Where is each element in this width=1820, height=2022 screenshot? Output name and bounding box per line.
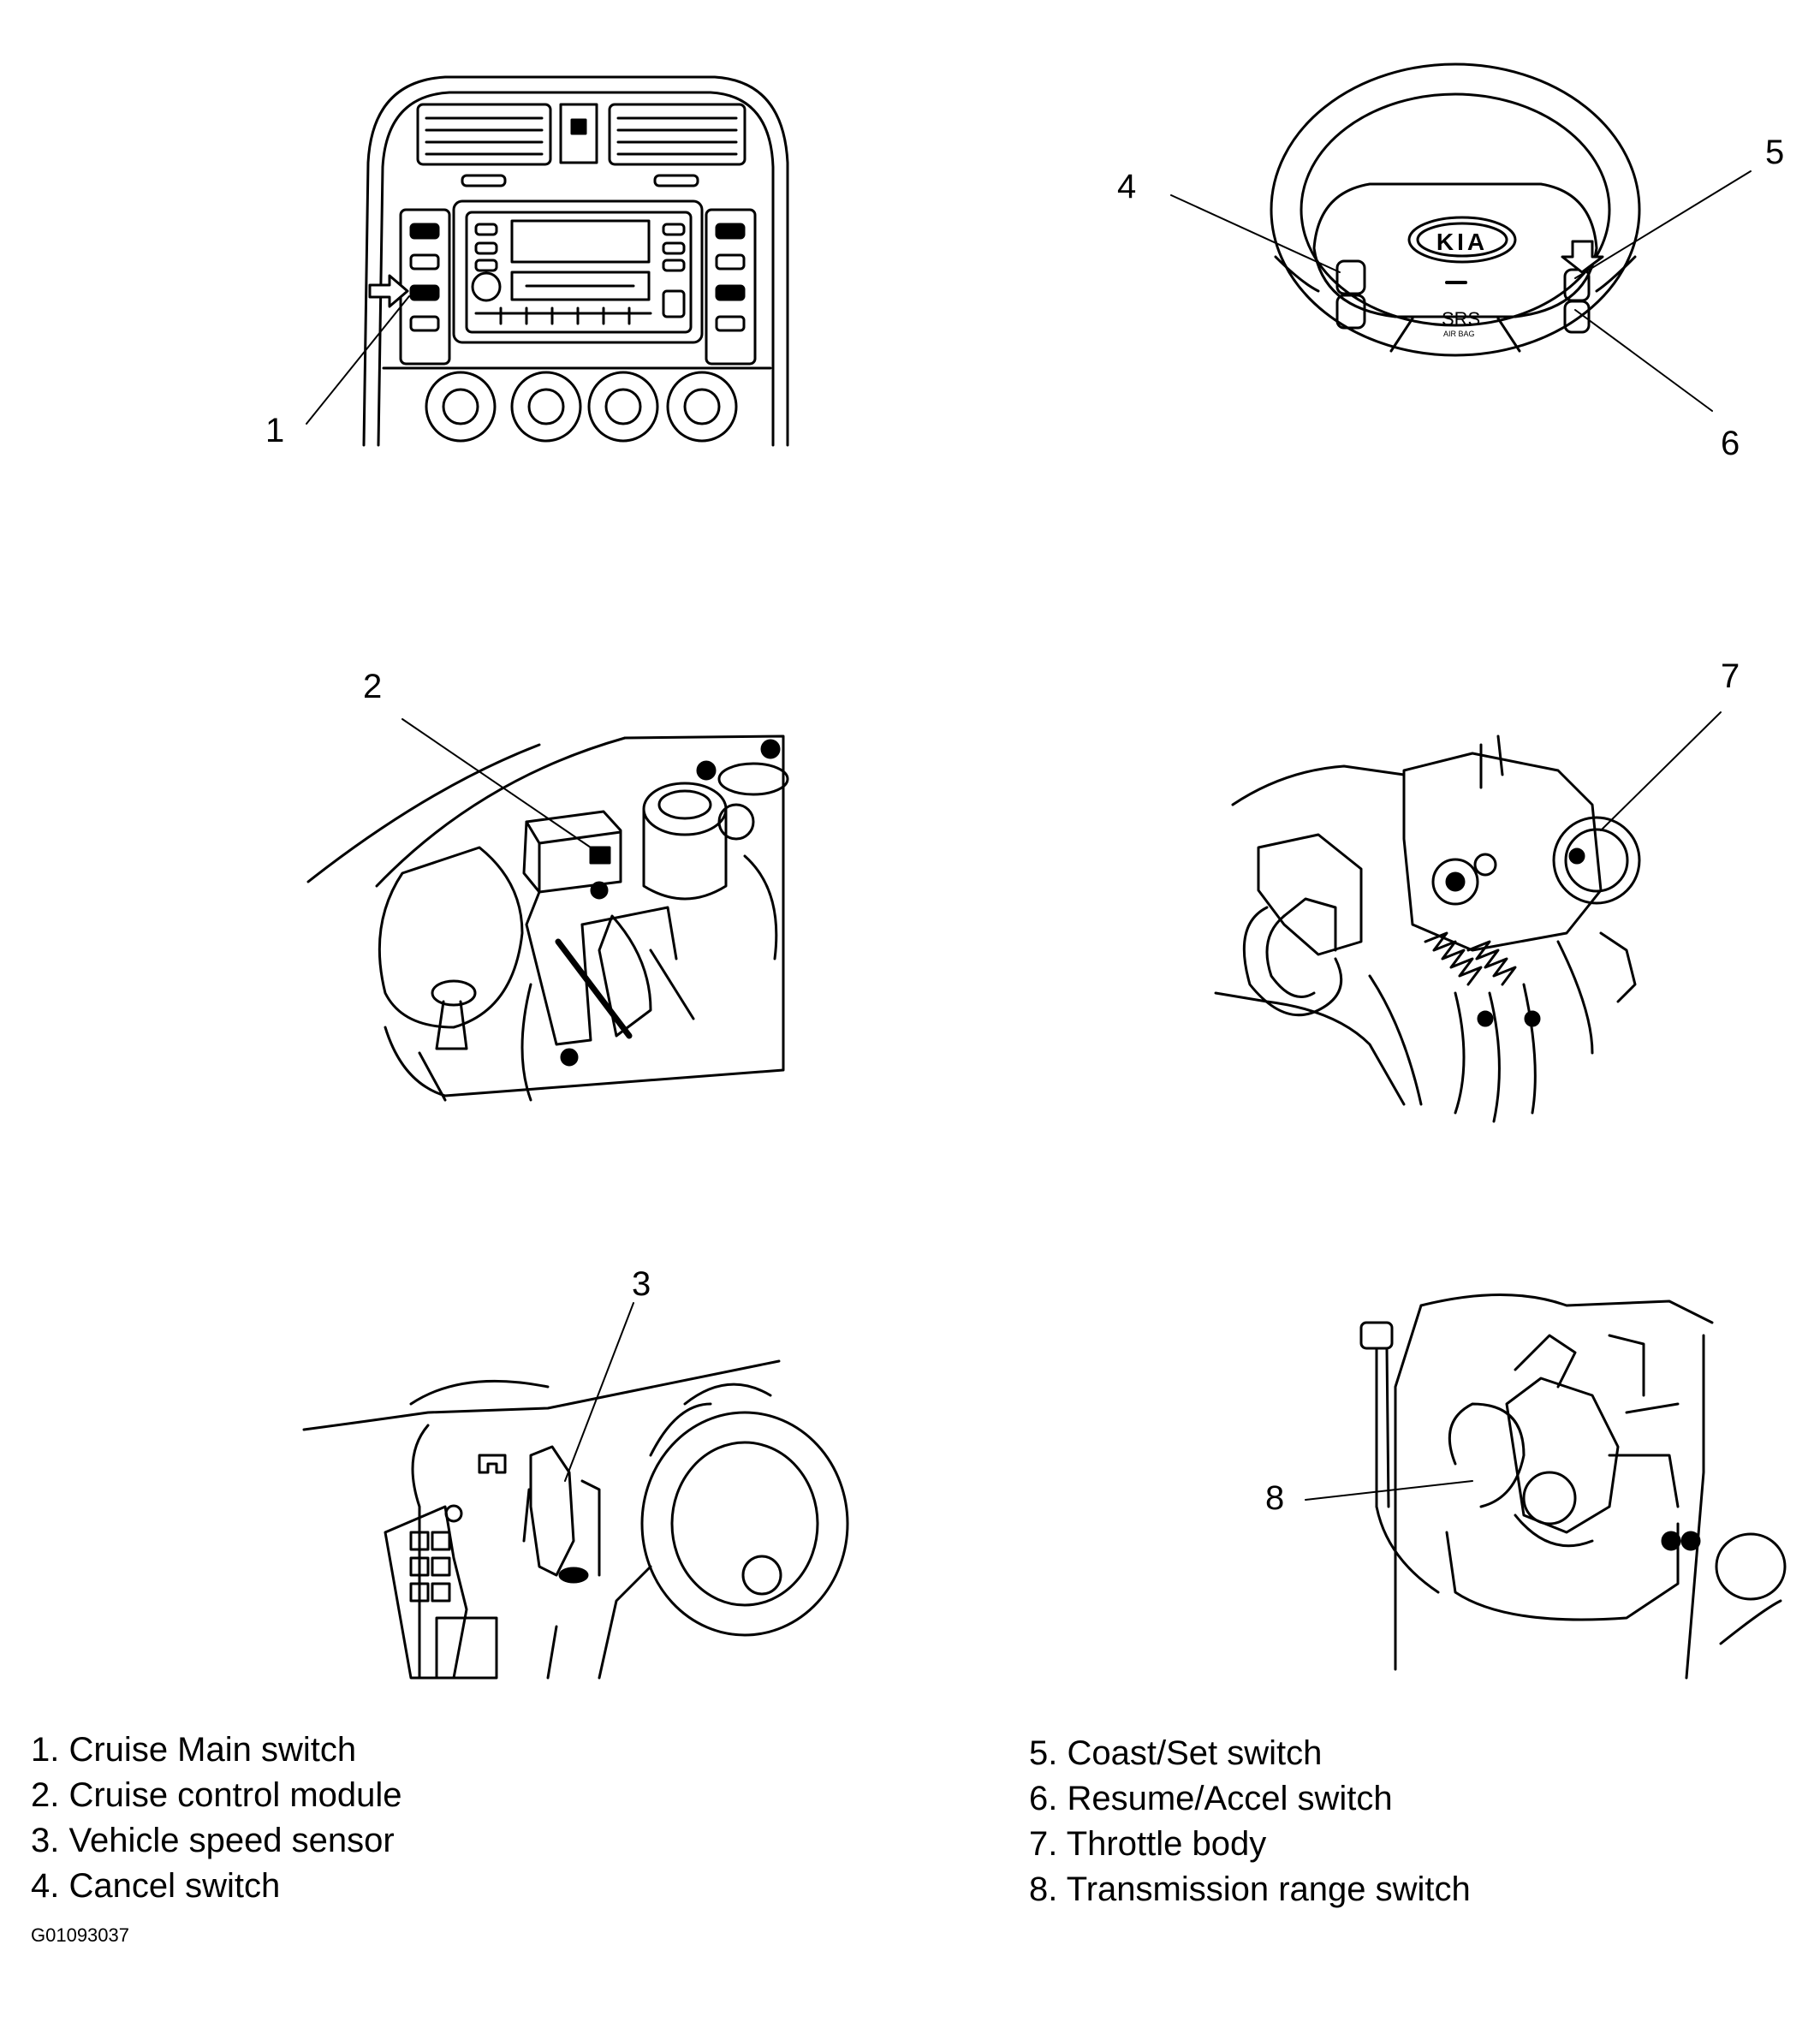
engine-bay-module-illustration	[308, 719, 788, 1100]
callout-3: 3	[632, 1265, 651, 1303]
legend-item: 7. Throttle body	[1029, 1825, 1267, 1863]
callout-8: 8	[1265, 1479, 1285, 1517]
callout-2: 2	[363, 668, 383, 705]
legend-item: 3. Vehicle speed sensor	[31, 1822, 395, 1859]
callout-1: 1	[265, 412, 285, 449]
callout-6: 6	[1721, 425, 1740, 462]
speed-sensor-illustration	[304, 1303, 848, 1678]
legend-left: 1. Cruise Main switch 2. Cruise control …	[31, 1728, 402, 1909]
legend-item: 4. Cancel switch	[31, 1867, 281, 1905]
figure-id: G01093037	[31, 1924, 129, 1946]
dashboard-console-illustration	[306, 77, 788, 445]
steering-wheel-illustration: KIA	[1171, 64, 1751, 411]
transmission-switch-illustration	[1306, 1295, 1785, 1679]
legend-item: 1. Cruise Main switch	[31, 1731, 357, 1769]
legend-item: 8. Transmission range switch	[1029, 1870, 1471, 1908]
callout-4: 4	[1117, 168, 1137, 205]
callout-7: 7	[1721, 657, 1740, 695]
kia-logo-lettering: KIA	[1436, 229, 1488, 255]
legend-right: 5. Coast/Set switch 6. Resume/Accel swit…	[1029, 1731, 1471, 1912]
throttle-body-illustration	[1216, 712, 1721, 1121]
srs-label: SRS	[1442, 308, 1481, 330]
legend-item: 5. Coast/Set switch	[1029, 1734, 1323, 1772]
legend-item: 2. Cruise control module	[31, 1776, 402, 1814]
airbag-label: AIR BAG	[1443, 330, 1475, 338]
legend-item: 6. Resume/Accel switch	[1029, 1780, 1393, 1817]
callout-5: 5	[1765, 134, 1785, 171]
